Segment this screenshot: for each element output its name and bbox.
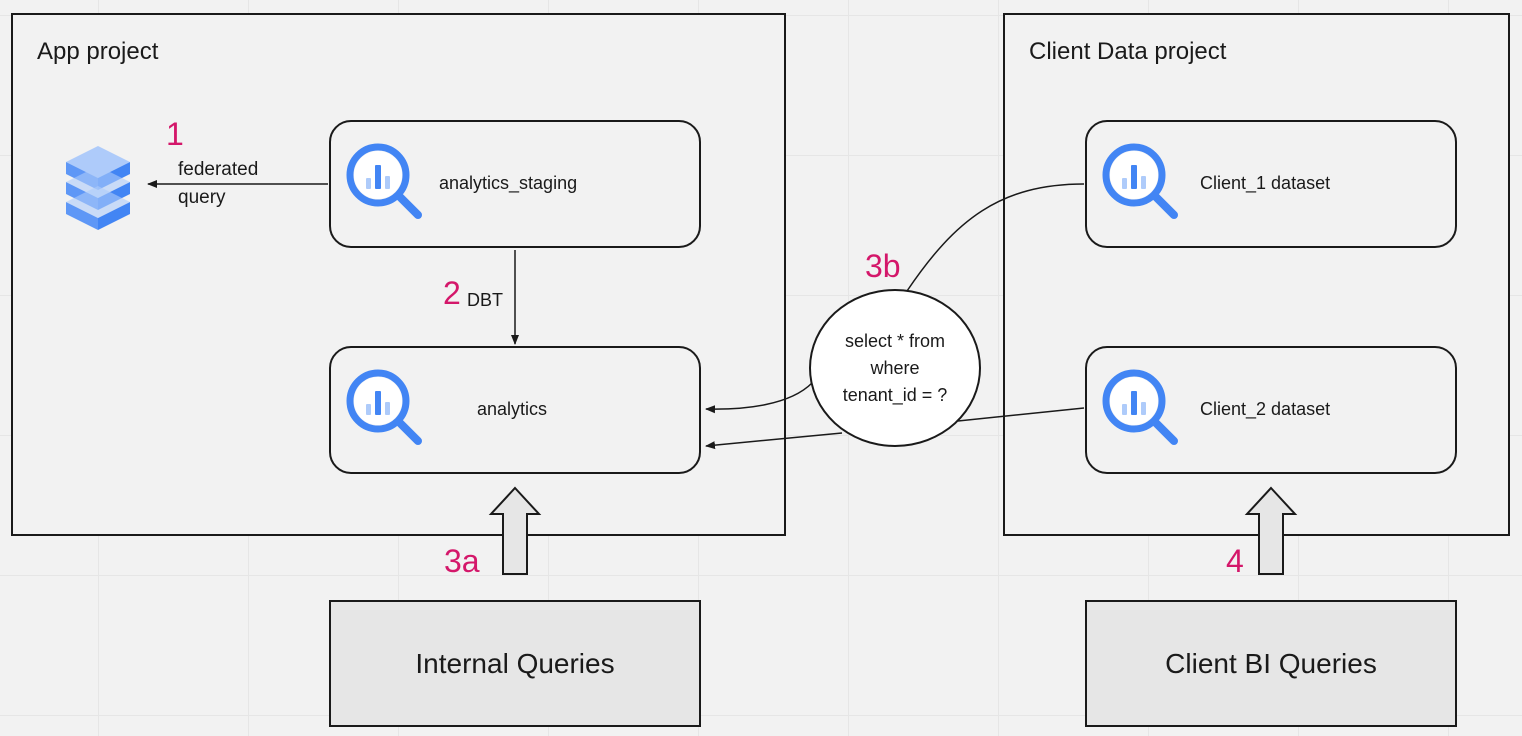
arrow-up-icon (1244, 486, 1298, 575)
dataset-analytics-staging-label: analytics_staging (439, 173, 578, 193)
federated-query-label: federated query (178, 156, 258, 212)
bubble-line-2: where (870, 357, 920, 378)
bigquery-icon (346, 369, 422, 445)
bigquery-icon (346, 143, 422, 219)
step-2-label: 2 (443, 275, 461, 311)
bubble-line-1: select * from (844, 330, 946, 351)
internal-queries-box[interactable]: Internal Queries (329, 600, 701, 727)
step-1-label: 1 (166, 116, 184, 152)
tenant-filter-bubble: select * from where tenant_id = ? (809, 289, 981, 447)
cloud-sql-database-icon (66, 146, 130, 230)
bubble-line-3: tenant_id = ? (842, 384, 948, 405)
dataset-analytics-staging[interactable]: analytics_staging (329, 120, 701, 248)
dataset-client-1-label: Client_1 dataset (1200, 173, 1331, 193)
client-bi-queries-label: Client BI Queries (1165, 647, 1377, 679)
federated-label-line2: query (178, 187, 226, 208)
step-3b-label: 3b (865, 248, 901, 284)
arrow-up-icon (488, 486, 542, 575)
internal-queries-label: Internal Queries (415, 647, 615, 679)
dataset-analytics[interactable]: analytics (329, 346, 701, 474)
client-project-title: Client Data project (1029, 38, 1227, 65)
step-3a-label: 3a (444, 543, 480, 579)
client-bi-queries-box[interactable]: Client BI Queries (1085, 600, 1457, 727)
dbt-label: DBT (467, 290, 503, 310)
dataset-client-1[interactable]: Client_1 dataset (1085, 120, 1457, 248)
step-4-label: 4 (1226, 543, 1244, 579)
bigquery-icon (1102, 369, 1178, 445)
bigquery-icon (1102, 143, 1178, 219)
dataset-client-2-label: Client_2 dataset (1200, 399, 1331, 419)
dataset-client-2[interactable]: Client_2 dataset (1085, 346, 1457, 474)
federated-label-line1: federated (178, 159, 259, 180)
dataset-analytics-label: analytics (477, 399, 548, 419)
app-project-title: App project (37, 38, 159, 65)
